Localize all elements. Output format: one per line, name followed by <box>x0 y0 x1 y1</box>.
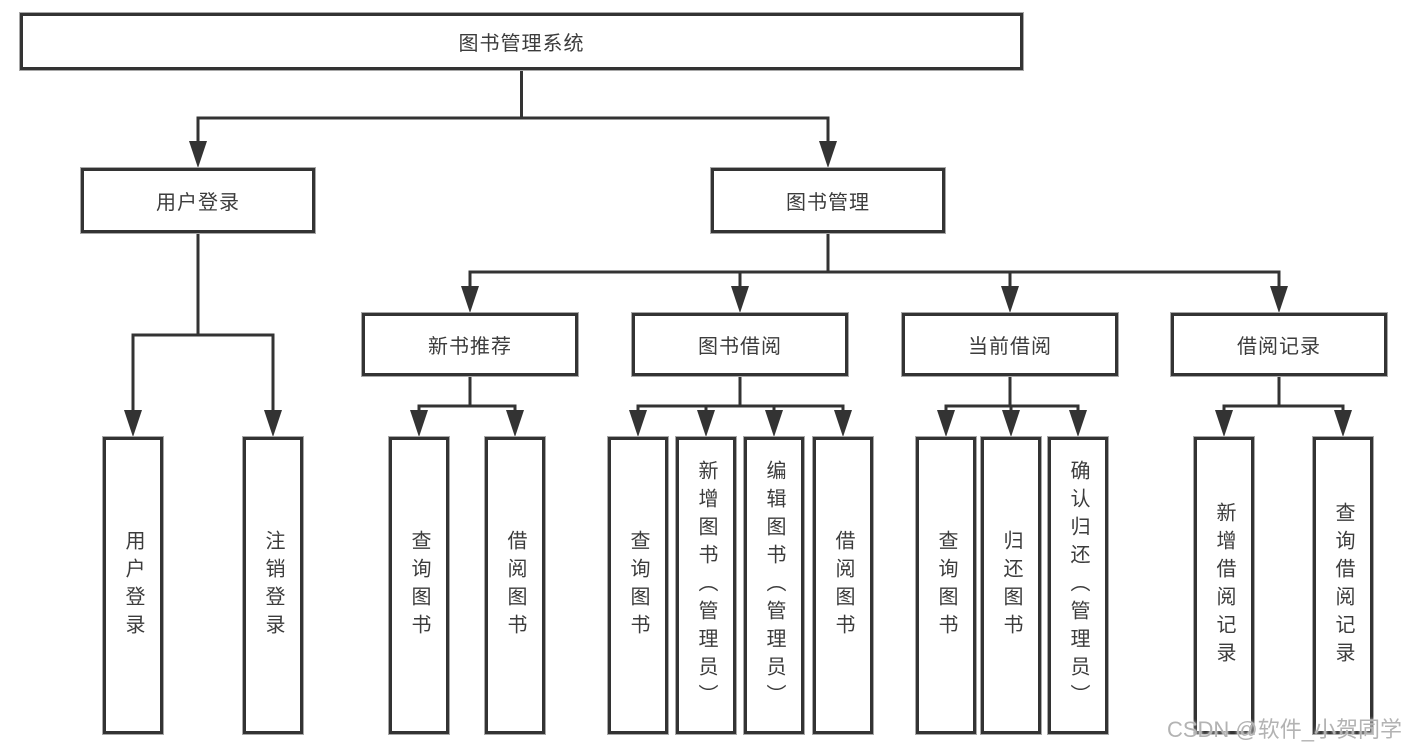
leaf-add-borrow-record: 新增借阅记录 <box>1194 437 1254 734</box>
leaf-add-book-admin: 新增图书（管理员） <box>676 437 736 734</box>
node-label: 查询图书 <box>935 529 957 642</box>
leaf-logout: 注销登录 <box>243 437 303 734</box>
leaf-query-borrow-record: 查询借阅记录 <box>1313 437 1373 734</box>
node-label: 图书管理系统 <box>458 33 585 55</box>
node-book-management: 图书管理 <box>711 168 945 233</box>
leaf-query-books-recommend: 查询图书 <box>389 437 449 734</box>
node-label: 借阅图书 <box>504 529 526 642</box>
node-user-login: 用户登录 <box>81 168 315 233</box>
node-book-borrowing: 图书借阅 <box>632 313 848 376</box>
node-label: 用户登录 <box>122 529 144 642</box>
node-label: 借阅图书 <box>832 529 854 642</box>
node-label: 新增图书（管理员） <box>695 459 717 712</box>
leaf-confirm-return-admin: 确认归还（管理员） <box>1048 437 1108 734</box>
leaf-query-books-borrowing: 查询图书 <box>608 437 668 734</box>
watermark: CSDN @软件_小贺同学 <box>1166 717 1402 742</box>
node-label: 用户登录 <box>156 192 240 214</box>
leaf-query-books-current: 查询图书 <box>916 437 976 734</box>
node-label: 查询图书 <box>408 529 430 642</box>
node-library-management-system: 图书管理系统 <box>20 13 1023 70</box>
node-label: 查询图书 <box>627 529 649 642</box>
node-label: 新书推荐 <box>428 336 512 358</box>
leaf-borrow-books-borrowing: 借阅图书 <box>813 437 873 734</box>
node-label: 新增借阅记录 <box>1213 501 1235 670</box>
node-label: 编辑图书（管理员） <box>763 459 785 712</box>
node-label: 借阅记录 <box>1237 336 1321 358</box>
node-label: 确认归还（管理员） <box>1067 459 1089 712</box>
leaf-borrow-books-recommend: 借阅图书 <box>485 437 545 734</box>
leaf-return-book: 归还图书 <box>981 437 1041 734</box>
node-label: 查询借阅记录 <box>1332 501 1354 670</box>
node-label: 归还图书 <box>1000 529 1022 642</box>
node-label: 图书借阅 <box>698 336 782 358</box>
node-new-book-recommendation: 新书推荐 <box>362 313 578 376</box>
node-label: 注销登录 <box>262 529 284 642</box>
leaf-user-login: 用户登录 <box>103 437 163 734</box>
node-borrowing-records: 借阅记录 <box>1171 313 1387 376</box>
node-label: 图书管理 <box>786 192 870 214</box>
node-label: 当前借阅 <box>968 336 1052 358</box>
leaf-edit-book-admin: 编辑图书（管理员） <box>744 437 804 734</box>
node-current-borrowing: 当前借阅 <box>902 313 1118 376</box>
